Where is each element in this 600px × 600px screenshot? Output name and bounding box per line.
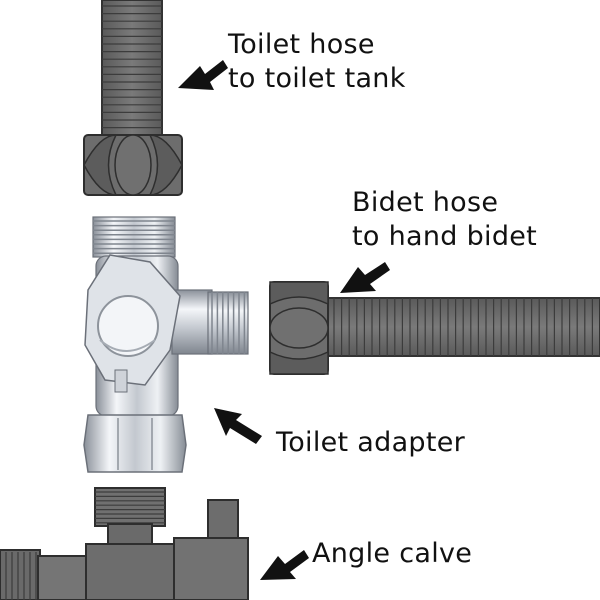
toilet-hose-label-line2: to toilet tank [228,63,406,94]
arrow-icon [178,60,228,90]
toilet-adapter [83,216,249,473]
angle-valve [0,487,249,600]
arrow-icon [340,262,390,293]
bidet-hose-label-line2: to hand bidet [352,221,538,252]
valve-knob [84,254,181,386]
toilet-hose-label: Toilet hose to toilet tank [228,28,406,96]
bidet-hose [269,281,600,375]
bidet-hose-label-line1: Bidet hose [352,187,499,218]
bidet-hose-label: Bidet hose to hand bidet [352,186,537,254]
arrow-icon [260,550,309,580]
toilet-hose [83,0,183,196]
toilet-adapter-label: Toilet adapter [276,427,466,458]
toilet-hose-label-line1: Toilet hose [228,29,375,60]
angle-valve-label: Angle calve [312,538,473,569]
arrow-icon [214,408,262,444]
